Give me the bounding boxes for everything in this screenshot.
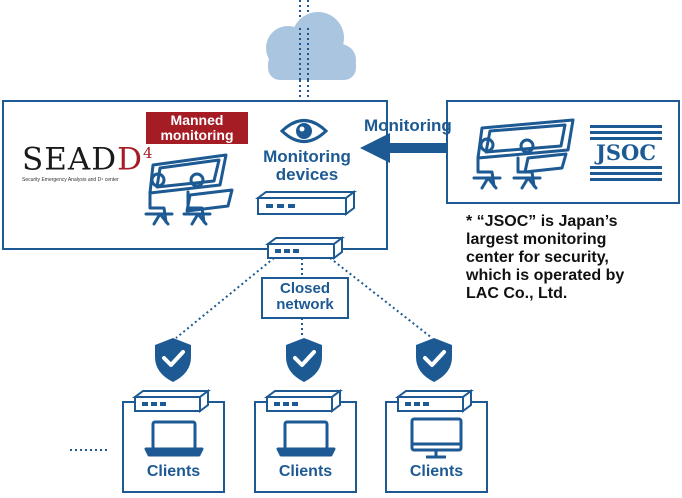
jsoc-note: * “JSOC” is Japan’s largest monitoring c… — [466, 213, 624, 303]
jsoc-note-line: LAC Co., Ltd. — [466, 285, 568, 302]
laptop-icon — [144, 420, 204, 457]
sead-logo-super: 4 — [142, 144, 154, 162]
jsoc-note-line: which is operated by — [466, 267, 625, 284]
client-switch-icon — [264, 389, 343, 413]
monitoring-devices-line1: Monitoring — [263, 147, 351, 166]
laptop-icon — [276, 420, 336, 457]
client-switch-icon — [395, 389, 474, 413]
client-label: Clients — [409, 463, 464, 480]
jsoc-note-line: center for security, — [466, 249, 609, 266]
client-switch-icon — [132, 389, 211, 413]
cloud-icon — [266, 12, 356, 80]
monitoring-devices-line2: devices — [275, 165, 339, 184]
jsoc-box — [446, 100, 680, 204]
client-box — [385, 401, 488, 493]
sead-logo-main: SEAD — [22, 141, 118, 178]
shield-icon — [416, 338, 452, 382]
jsoc-logo-icon — [590, 125, 662, 181]
manned-label-bg — [146, 112, 248, 144]
monitoring-device-icon — [255, 190, 357, 216]
client-box — [122, 401, 225, 493]
sead-operators-icon — [144, 153, 234, 226]
sead-logo: SEADD4 Security Emergency Analysis and D… — [22, 138, 153, 184]
network-links — [175, 257, 433, 339]
jsoc-logo-text: JSOC — [595, 140, 657, 165]
jsoc-note-line: * “JSOC” is Japan’s — [466, 213, 618, 230]
closed-network-label: Closed network — [262, 281, 348, 313]
closed-network-box — [261, 277, 349, 319]
sead-logo-accent: D — [117, 141, 143, 178]
client-box — [254, 401, 357, 493]
jsoc-note-line: largest monitoring — [466, 231, 607, 248]
eye-icon — [279, 119, 329, 143]
manned-label-line1: Manned — [170, 112, 224, 128]
closed-network-line1: Closed — [279, 280, 330, 297]
monitoring-devices-label: Monitoring devices — [252, 148, 362, 184]
client-label: Clients — [146, 463, 201, 480]
desktop-icon — [410, 417, 463, 459]
manned-monitoring-label: Manned monitoring — [146, 112, 248, 145]
jsoc-operators-icon — [472, 118, 575, 190]
manned-label-line2: monitoring — [160, 127, 234, 143]
sead-logo-subtitle: Security Emergency Analysis and D⁴ cente… — [22, 177, 119, 184]
closed-network-line2: network — [276, 296, 334, 313]
monitoring-arrow-label: Monitoring — [364, 116, 452, 135]
shield-icon — [286, 338, 322, 382]
monitoring-arrow — [360, 133, 447, 163]
shield-icon — [155, 338, 191, 382]
client-label: Clients — [278, 463, 333, 480]
network-switch-icon — [265, 236, 345, 260]
